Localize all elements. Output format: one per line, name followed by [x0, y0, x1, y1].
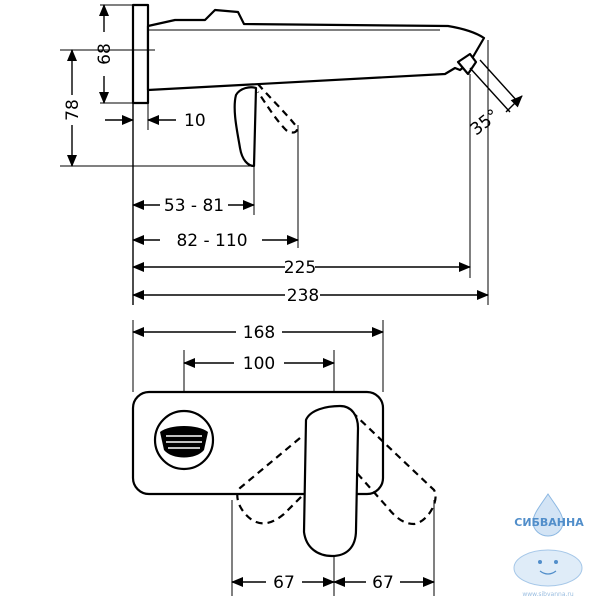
angle-arrow — [505, 95, 523, 113]
dim-center-distance: 100 — [243, 354, 275, 374]
side-view: 35° 68 78 10 53 - 81 82 - 110 — [60, 3, 523, 306]
lever-front-right-position — [351, 411, 437, 526]
bathtub-eye-right-icon — [554, 560, 558, 564]
dim-outlet-angle: 35° — [467, 106, 503, 140]
angle-line-b — [479, 59, 519, 103]
bathtub-smile-icon — [539, 570, 557, 575]
dim-wall-gap: 10 — [184, 111, 206, 131]
water-drop-icon — [532, 493, 564, 537]
wall-flange — [131, 3, 150, 105]
dim-lever-swing-left: 67 — [273, 573, 295, 593]
dim-outlet-reach: 225 — [284, 258, 316, 278]
watermark-brand: СИБВАННА — [514, 516, 584, 529]
angle-line-a — [469, 67, 511, 113]
lever-side — [233, 86, 258, 168]
front-view: 168 100 67 67 — [131, 320, 437, 596]
dim-height-flange: 68 — [95, 43, 115, 65]
aerator — [456, 52, 478, 76]
dim-lever-range-a: 53 - 81 — [164, 196, 224, 216]
dim-height-total: 78 — [63, 99, 83, 121]
watermark-url: www.sibvanna.ru — [522, 591, 574, 598]
dim-total-reach: 238 — [287, 286, 319, 306]
aerator-grid — [166, 435, 202, 449]
dim-lever-swing-right: 67 — [372, 573, 394, 593]
lever-side-alt-position — [257, 83, 299, 134]
dim-plate-width: 168 — [243, 323, 275, 343]
spout-body — [146, 8, 486, 92]
dim-lever-range-b: 82 - 110 — [176, 231, 247, 251]
watermark-logo: СИБВАННА www.sibvanna.ru — [513, 493, 584, 598]
lever-front — [302, 404, 360, 558]
bathtub-icon — [513, 549, 583, 587]
bathtub-eye-left-icon — [538, 560, 542, 564]
